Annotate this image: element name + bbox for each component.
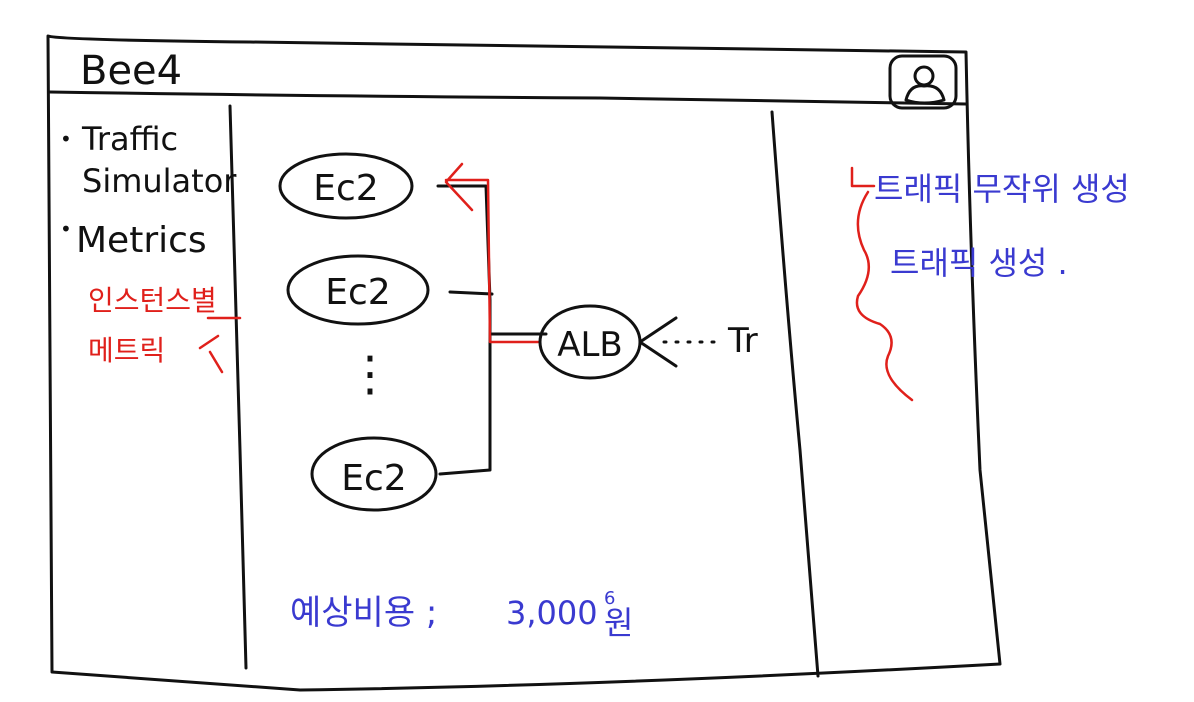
estimated-cost-label: 예상비용 ; bbox=[290, 593, 437, 633]
sidebar-item-label: Metrics bbox=[76, 220, 207, 261]
sidebar-item-traffic-simulator[interactable]: • Traffic Simulator bbox=[60, 120, 237, 200]
app-title: Bee4 bbox=[80, 48, 182, 94]
option-random-traffic[interactable]: 트래픽 무작위 생성 bbox=[874, 170, 1130, 208]
ec2-node[interactable]: Ec2 bbox=[310, 436, 438, 512]
sidebar-item-label-line1: Traffic bbox=[81, 120, 178, 158]
traffic-route-arrow bbox=[444, 162, 542, 344]
sidebar-bullet: • bbox=[60, 127, 72, 151]
ec2-node[interactable]: Ec2 bbox=[286, 254, 430, 326]
option-generate-traffic[interactable]: 트래픽 생성 . bbox=[890, 244, 1068, 282]
window-frame bbox=[46, 34, 1002, 692]
annotation-connector bbox=[198, 334, 224, 374]
sidebar-divider bbox=[228, 104, 248, 670]
header-divider bbox=[48, 90, 968, 106]
traffic-source: Tr bbox=[638, 316, 758, 368]
ec2-node-label: Ec2 bbox=[325, 272, 390, 313]
ec2-node-label: Ec2 bbox=[341, 458, 406, 499]
metrics-annotation: 인스턴스별 메트릭 bbox=[88, 284, 242, 374]
right-panel-divider bbox=[770, 110, 820, 678]
alb-node[interactable]: ALB bbox=[538, 304, 642, 380]
user-avatar-icon bbox=[904, 65, 946, 105]
traffic-arrow bbox=[638, 316, 678, 368]
right-panel: 트래픽 무작위 생성 트래픽 생성 . bbox=[850, 166, 1130, 402]
ellipsis-dots: ⋮ bbox=[346, 346, 394, 402]
traffic-label: Tr bbox=[727, 321, 758, 361]
connector-line bbox=[448, 290, 494, 296]
sidebar-item-metrics[interactable]: • Metrics bbox=[60, 217, 207, 261]
alb-node-label: ALB bbox=[557, 325, 623, 365]
annotation-line1: 인스턴스별 bbox=[88, 284, 217, 317]
connector-line bbox=[436, 184, 492, 476]
profile-button[interactable] bbox=[888, 54, 958, 110]
sidebar-bullet: • bbox=[60, 217, 72, 241]
ec2-node[interactable]: Ec2 bbox=[278, 152, 414, 220]
sidebar-item-label-line2: Simulator bbox=[82, 162, 237, 200]
annotation-line2: 메트릭 bbox=[88, 334, 165, 367]
ec2-node-label: Ec2 bbox=[313, 168, 378, 209]
option-bracket bbox=[850, 166, 914, 402]
estimated-cost-exponent: 6 bbox=[604, 588, 615, 609]
estimated-cost-value: 3,000 bbox=[506, 594, 598, 632]
estimated-cost: 예상비용 ; 3,000 6 원 bbox=[290, 588, 633, 642]
estimated-cost-unit: 원 bbox=[604, 604, 633, 642]
